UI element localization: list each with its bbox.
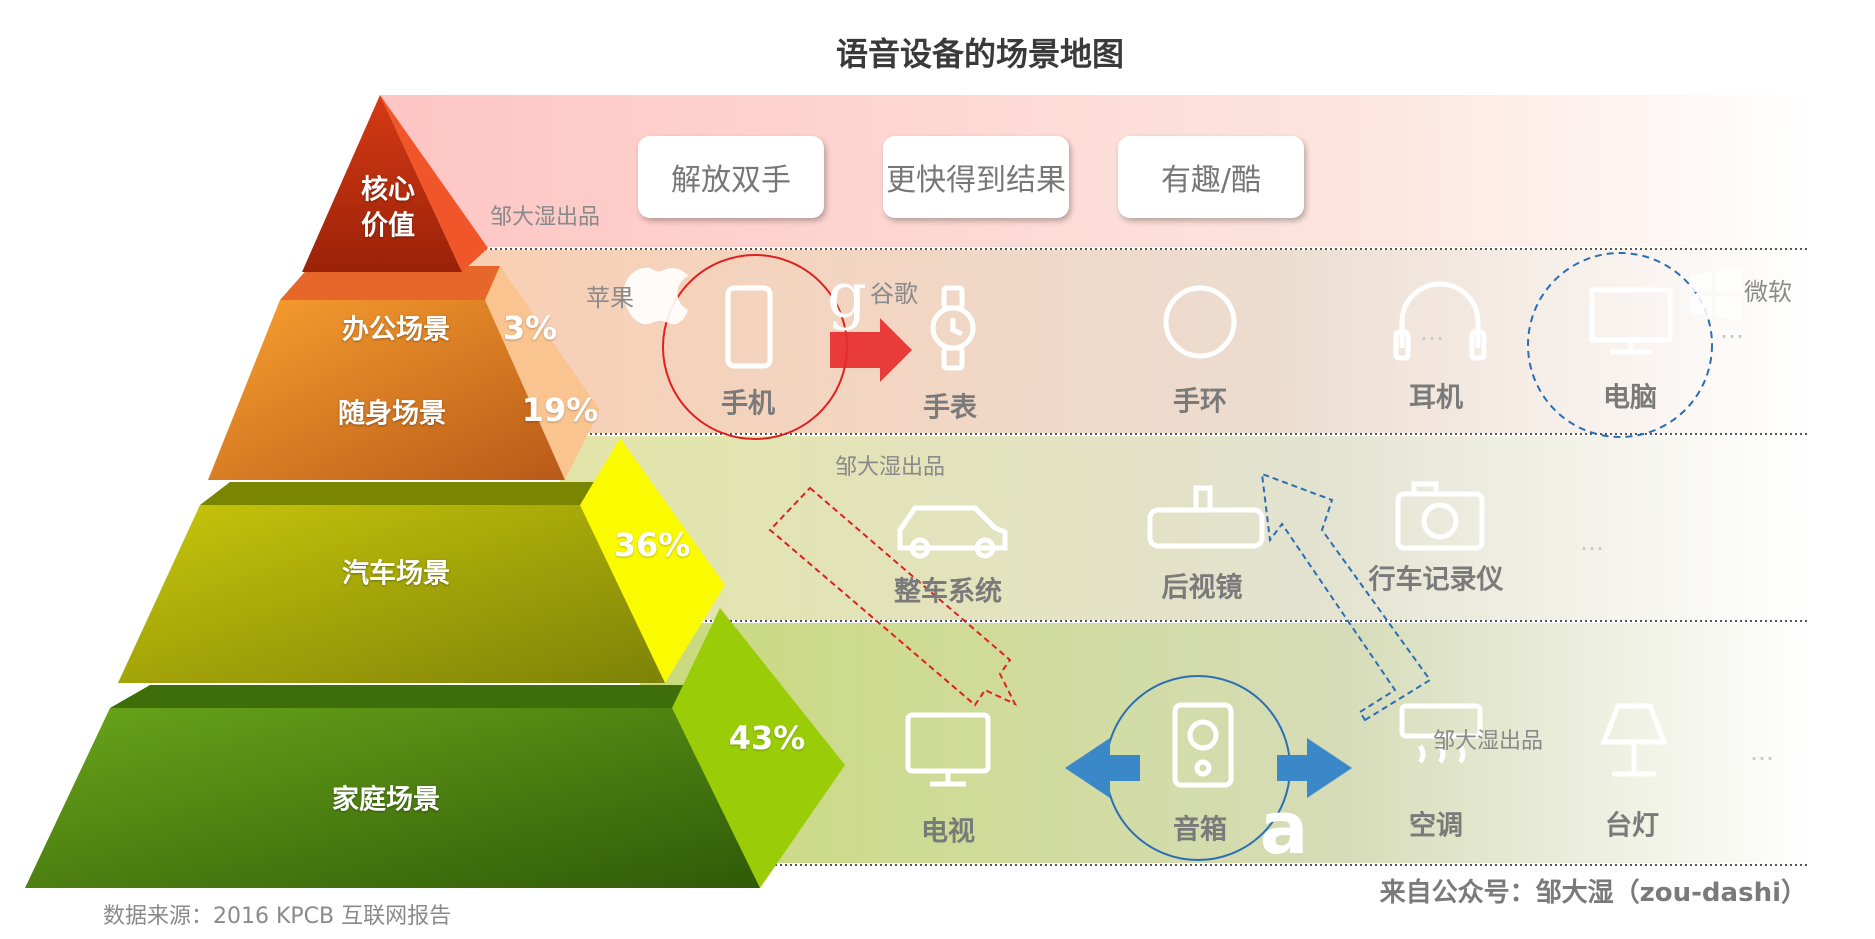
device-band: 手环: [1173, 386, 1227, 418]
more-indicator: …: [1750, 738, 1774, 766]
amazon-smile-icon: [1267, 866, 1352, 882]
speaker-right-arrow: [1277, 738, 1352, 798]
more-indicator: …: [1420, 318, 1444, 346]
rearview-mirror-icon: [1147, 485, 1265, 549]
device-car-system: 整车系统: [894, 576, 1002, 608]
tier-share-portable: 19%: [521, 391, 599, 429]
core-value-hands-free: 解放双手: [638, 136, 824, 218]
brand-apple: 苹果: [586, 284, 634, 312]
pyramid-tier-home-top: [110, 685, 740, 708]
pyramid-tier-portable: [208, 300, 565, 480]
air-conditioner-icon: [1399, 703, 1483, 764]
band-portable: [470, 250, 1810, 433]
device-tv: 电视: [921, 816, 975, 848]
brand-microsoft: 微软: [1744, 278, 1792, 306]
band-core-value: [380, 95, 1810, 247]
band-car: [560, 436, 1810, 620]
amazon-logo-icon: a: [1259, 786, 1309, 870]
device-icons: [725, 281, 1673, 788]
watermark: 邹大湿出品: [489, 205, 601, 230]
apple-logo-icon: [623, 267, 688, 325]
dashcam-icon: [1395, 481, 1485, 551]
more-indicator: …: [1580, 528, 1604, 556]
credit-note: 来自公众号：邹大湿（zou-dashi）: [1379, 878, 1807, 908]
device-watch: 手表: [923, 392, 977, 424]
pyramid: [25, 95, 845, 888]
fitness-band-icon: [1163, 285, 1237, 359]
pyramid-tier-home-side: [672, 608, 845, 888]
pyramid-tier-portable-side: [485, 266, 600, 480]
device-computer: 电脑: [1603, 382, 1657, 414]
more-indicator: …: [1720, 316, 1744, 344]
tier-share-office: 3%: [502, 309, 558, 347]
device-rearview-mirror: 后视镜: [1161, 572, 1243, 604]
device-dashcam: 行车记录仪: [1368, 564, 1504, 596]
pyramid-tier-car: [118, 505, 665, 683]
tier-share-home: 43%: [728, 719, 806, 757]
pyramid-tier-home: [25, 708, 760, 888]
tier-label-office: 办公场景: [342, 314, 450, 346]
device-speaker: 音箱: [1173, 814, 1227, 846]
google-logo-icon: g: [827, 259, 867, 332]
phone-icon: [725, 285, 773, 369]
pyramid-tier-car-side: [580, 438, 725, 683]
device-headphones: 耳机: [1409, 382, 1463, 414]
watch-icon: [930, 285, 976, 371]
pyramid-tier-office-top: [280, 266, 520, 300]
computer-highlight-circle: [1527, 252, 1713, 438]
data-source-note: 数据来源：2016 KPCB 互联网报告: [103, 904, 452, 929]
brand-google: 谷歌: [870, 280, 918, 308]
headphones-icon: [1393, 281, 1487, 361]
lamp-icon: [1600, 703, 1668, 777]
device-lamp: 台灯: [1605, 810, 1659, 842]
scene-bands: [380, 95, 1810, 866]
pyramid-tier-core-side: [380, 95, 488, 272]
home-to-car-dashed-arrow: [1260, 472, 1432, 722]
tier-share-car: 36%: [613, 526, 691, 564]
tv-icon: [905, 712, 991, 787]
device-air-conditioner: 空调: [1409, 810, 1463, 842]
brand-logos: [623, 267, 1742, 882]
car-to-tv-dashed-arrow: [768, 486, 1018, 707]
page-title: 语音设备的场景地图: [835, 35, 1125, 73]
core-value-faster-results: 更快得到结果: [883, 136, 1069, 218]
pyramid-tier-car-top: [200, 482, 610, 505]
watermark: 邹大湿出品: [1432, 729, 1544, 754]
core-label-line1: 核心: [361, 174, 415, 206]
speaker-icon: [1172, 702, 1234, 788]
speaker-left-arrow: [1065, 738, 1140, 798]
phone-to-watch-arrow: [830, 318, 912, 382]
tier-label-car: 汽车场景: [342, 558, 450, 590]
tier-label-home: 家庭场景: [332, 784, 440, 816]
core-value-fun-cool: 有趣/酷: [1118, 136, 1304, 218]
device-phone: 手机: [721, 388, 775, 420]
tier-label-portable: 随身场景: [338, 398, 446, 430]
windows-logo-icon: [1690, 268, 1742, 320]
car-icon: [897, 505, 1008, 559]
pyramid-tier-core: [302, 95, 462, 272]
watermark: 邹大湿出品: [834, 455, 946, 480]
core-label-line2: 价值: [361, 210, 415, 242]
computer-icon: [1589, 287, 1673, 355]
